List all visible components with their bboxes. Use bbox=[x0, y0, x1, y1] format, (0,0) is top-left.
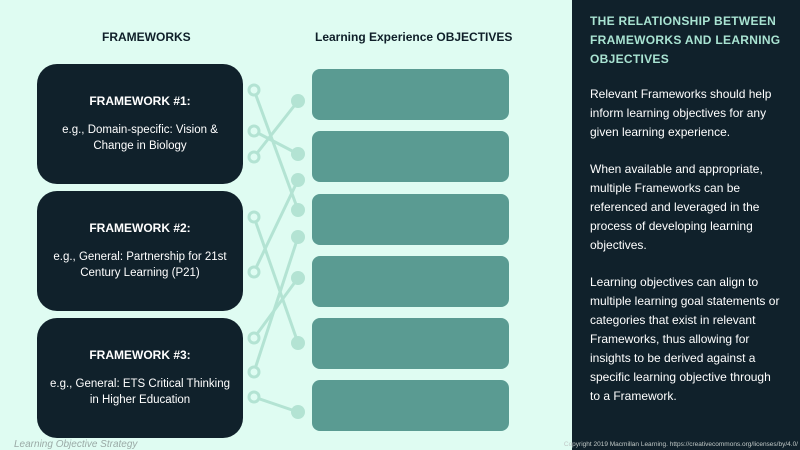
objective-box-5 bbox=[312, 318, 509, 369]
objective-box-6 bbox=[312, 380, 509, 431]
framework-title: FRAMEWORK #1: bbox=[89, 94, 191, 108]
objective-box-2 bbox=[312, 131, 509, 182]
framework-desc: e.g., General: Partnership for 21st Cent… bbox=[53, 251, 227, 279]
framework-desc: e.g., General: ETS Critical Thinking in … bbox=[49, 378, 231, 406]
sidebar-paragraph: Relevant Frameworks should help inform l… bbox=[590, 87, 772, 139]
framework-title: FRAMEWORK #2: bbox=[89, 221, 191, 235]
framework-title: FRAMEWORK #3: bbox=[89, 348, 191, 362]
copyright: Copyright 2019 Macmillan Learning. https… bbox=[563, 441, 798, 448]
connector-line bbox=[252, 89, 300, 211]
framework-1-box: FRAMEWORK #1: e.g., Domain-specific: Visi… bbox=[37, 64, 243, 184]
sidebar-panel: THE RELATIONSHIP BETWEEN FRAMEWORKS AND … bbox=[572, 0, 800, 450]
sidebar-title: THE RELATIONSHIP BETWEEN FRAMEWORKS AND … bbox=[590, 14, 781, 66]
framework-2-box: FRAMEWORK #2: e.g., General: Partnership … bbox=[37, 191, 243, 311]
objective-box-4 bbox=[312, 256, 509, 307]
connector-line bbox=[253, 129, 299, 156]
open-node-icon bbox=[247, 265, 261, 279]
filled-node-icon bbox=[291, 271, 305, 285]
connector-line bbox=[252, 100, 300, 158]
objective-box-3 bbox=[312, 194, 509, 245]
open-node-icon bbox=[247, 83, 261, 97]
footer-label: Learning Objective Strategy bbox=[14, 439, 138, 450]
open-node-icon bbox=[247, 365, 261, 379]
frameworks-header: FRAMEWORKS bbox=[102, 30, 191, 44]
filled-node-icon bbox=[291, 405, 305, 419]
objective-box-1 bbox=[312, 69, 509, 120]
filled-node-icon bbox=[291, 147, 305, 161]
sidebar-paragraph: Learning objectives can align to multipl… bbox=[590, 275, 780, 403]
open-node-icon bbox=[247, 124, 261, 138]
framework-3-box: FRAMEWORK #3: e.g., General: ETS Critical… bbox=[37, 318, 243, 438]
open-node-icon bbox=[247, 390, 261, 404]
open-node-icon bbox=[247, 331, 261, 345]
filled-node-icon bbox=[291, 203, 305, 217]
objectives-header: Learning Experience OBJECTIVES bbox=[315, 30, 513, 44]
connector-line bbox=[252, 236, 300, 373]
framework-desc: e.g., Domain-specific: Vision & Change i… bbox=[62, 124, 218, 152]
connector-line bbox=[252, 179, 300, 273]
sidebar-paragraph: When available and appropriate, multiple… bbox=[590, 162, 763, 252]
connector-line bbox=[252, 216, 300, 344]
open-node-icon bbox=[247, 150, 261, 164]
connector-lines bbox=[247, 83, 305, 419]
filled-node-icon bbox=[291, 336, 305, 350]
connector-line bbox=[253, 395, 299, 414]
filled-node-icon bbox=[291, 230, 305, 244]
filled-node-icon bbox=[291, 173, 305, 187]
filled-node-icon bbox=[291, 94, 305, 108]
open-node-icon bbox=[247, 210, 261, 224]
